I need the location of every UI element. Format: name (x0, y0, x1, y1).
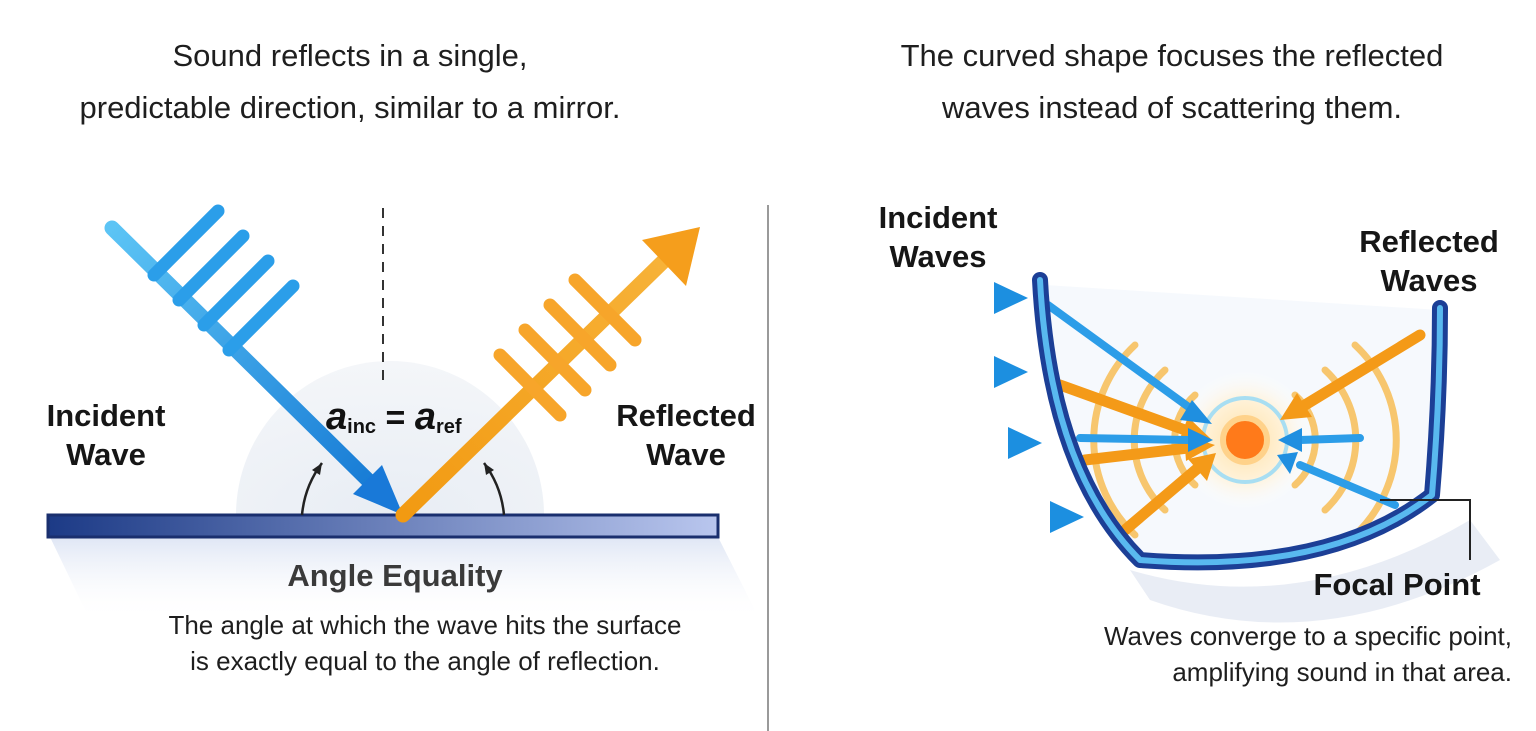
left-description-line2: is exactly equal to the angle of reflect… (190, 646, 660, 676)
angle-equation: ainc = aref (326, 396, 462, 439)
reflection-arc-arrowhead (484, 463, 494, 475)
right-description-line1: Waves converge to a specific point, (1103, 621, 1512, 651)
reflected-wave-label-line1: Reflected (616, 398, 756, 433)
reflected-waves-label-line1: Reflected (1359, 224, 1499, 259)
inner-incident-rays (1044, 301, 1399, 509)
incident-wave-arrow (104, 204, 403, 515)
incident-waves-label-line2: Waves (889, 239, 987, 274)
left-description: The angle at which the wave hits the sur… (90, 607, 760, 679)
left-description-line1: The angle at which the wave hits the sur… (168, 610, 682, 640)
reflecting-surface (46, 513, 720, 539)
reflected-wave-label-line2: Wave (646, 437, 726, 472)
incident-waves-label-line1: Incident (878, 200, 998, 235)
incident-waves-label: Incident Waves (866, 198, 1010, 276)
surface-shadow (50, 537, 760, 620)
reflected-wave-arrow (395, 227, 700, 523)
right-description: Waves converge to a specific point, ampl… (1060, 618, 1512, 690)
equation-subscript-inc: inc (347, 416, 377, 438)
parabolic-reflector-highlight (1037, 277, 1443, 566)
inner-ray-arrowheads (1180, 400, 1302, 474)
reflected-wave-label: Reflected Wave (606, 396, 766, 474)
incidence-arc-arrowhead (312, 463, 322, 475)
right-caption-line2: waves instead of scattering them. (941, 90, 1403, 125)
left-caption: Sound reflects in a single, predictable … (70, 30, 630, 134)
right-description-line2: amplifying sound in that area. (1172, 657, 1512, 687)
incoming-wave-arrows (826, 282, 1084, 533)
incident-wave-label-line2: Wave (66, 437, 146, 472)
equation-operator: = (385, 399, 406, 437)
right-caption: The curved shape focuses the reflected w… (840, 30, 1504, 134)
reflector-shadow (1130, 520, 1500, 623)
left-caption-line2: predictable direction, similar to a mirr… (79, 90, 621, 125)
reflected-waves-label: Reflected Waves (1340, 222, 1518, 300)
right-caption-line1: The curved shape focuses the reflected (900, 38, 1444, 73)
focal-point-label: Focal Point (1313, 567, 1481, 602)
equation-symbol-left: a (326, 396, 348, 438)
angle-equality-title: Angle Equality (287, 558, 503, 593)
incident-wave-label: Incident Wave (38, 396, 174, 474)
equation-symbol-right: a (414, 396, 436, 438)
reflected-waves-label-line2: Waves (1380, 263, 1478, 298)
left-caption-line1: Sound reflects in a single, (172, 38, 528, 73)
equation-subscript-ref: ref (435, 416, 462, 438)
focal-leader-line (1380, 499, 1471, 560)
reflected-rays (1054, 329, 1426, 536)
focal-point-core (1220, 415, 1270, 465)
incident-wave-label-line1: Incident (46, 398, 166, 433)
